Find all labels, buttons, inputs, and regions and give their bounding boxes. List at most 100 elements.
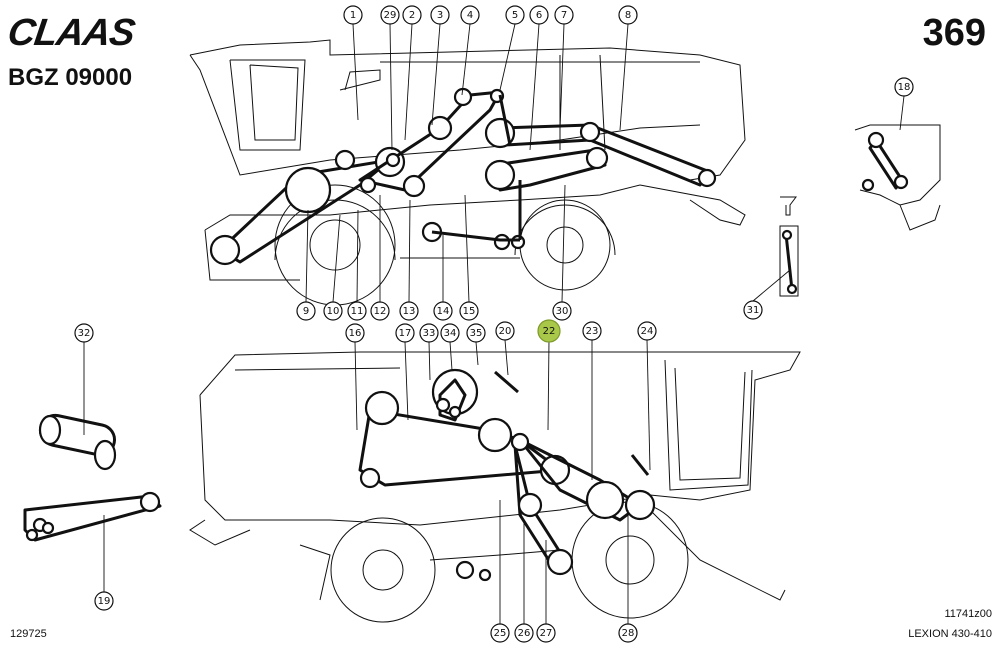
callout-label-1: 1 (350, 10, 356, 21)
callout-label-9: 9 (303, 306, 309, 317)
callout-23[interactable]: 23 (582, 321, 602, 480)
callout-9[interactable]: 9 (296, 209, 316, 321)
callout-leader-3 (431, 23, 441, 126)
callout-label-22: 22 (543, 326, 556, 337)
callout-circle-2 (402, 5, 422, 25)
callout-33[interactable]: 33 (419, 323, 439, 381)
callout-3[interactable]: 3 (430, 5, 450, 126)
callout-25[interactable]: 25 (490, 500, 510, 643)
callout-leader-9 (305, 209, 309, 303)
callout-18[interactable]: 18 (894, 77, 914, 131)
callout-20[interactable]: 20 (495, 321, 515, 376)
callout-leader-13 (408, 199, 411, 303)
callout-circle-7 (554, 5, 574, 25)
callout-13[interactable]: 13 (399, 199, 419, 321)
callout-label-6: 6 (536, 10, 542, 21)
callout-6[interactable]: 6 (529, 5, 549, 151)
callout-5[interactable]: 5 (499, 5, 525, 91)
callout-label-26: 26 (518, 628, 531, 639)
callout-circle-8 (618, 5, 638, 25)
callout-leader-33 (428, 341, 431, 381)
drawing-ref-left: 129725 (10, 628, 47, 640)
callout-label-3: 3 (437, 10, 443, 21)
callout-label-10: 10 (327, 306, 340, 317)
callout-label-32: 32 (78, 328, 91, 339)
callout-14[interactable]: 14 (433, 235, 453, 321)
callout-circle-28 (618, 623, 638, 643)
callout-11[interactable]: 11 (347, 209, 367, 321)
callout-label-33: 33 (423, 328, 436, 339)
callout-leader-17 (404, 341, 409, 421)
callout-29[interactable]: 29 (380, 5, 400, 151)
callout-30[interactable]: 30 (552, 184, 572, 321)
callout-19[interactable]: 19 (94, 515, 114, 611)
model-label: LEXION 430-410 (908, 628, 992, 640)
callout-label-29: 29 (384, 10, 397, 21)
callout-circle-30 (552, 301, 572, 321)
drawing-ref-right: 11741z00 (944, 608, 992, 620)
callout-label-15: 15 (463, 306, 476, 317)
callout-label-23: 23 (586, 326, 599, 337)
callout-circle-11 (347, 301, 367, 321)
callout-34[interactable]: 34 (440, 323, 460, 371)
loose-belt-19 (23, 491, 162, 542)
callout-label-19: 19 (98, 596, 111, 607)
callout-10[interactable]: 10 (323, 214, 343, 321)
upper-combine-body (189, 39, 746, 306)
callout-2[interactable]: 2 (402, 5, 422, 141)
callout-leader-11 (356, 209, 359, 303)
callout-8[interactable]: 8 (618, 5, 638, 131)
callout-circle-3 (430, 5, 450, 25)
callout-35[interactable]: 35 (466, 323, 486, 366)
callout-label-18: 18 (898, 82, 911, 93)
callout-leader-20 (504, 339, 509, 376)
callout-leader-35 (475, 341, 479, 366)
callout-leader-2 (404, 23, 413, 141)
callout-label-4: 4 (467, 10, 473, 21)
callout-circle-23 (582, 321, 602, 341)
callout-15[interactable]: 15 (459, 194, 479, 321)
callout-27[interactable]: 27 (536, 540, 556, 643)
callout-leader-16 (354, 341, 358, 431)
callout-31[interactable]: 31 (743, 269, 791, 320)
callout-circle-26 (514, 623, 534, 643)
callout-22[interactable]: 22 (537, 319, 561, 431)
callout-label-16: 16 (349, 328, 362, 339)
callout-leader-24 (646, 339, 651, 471)
callout-label-2: 2 (409, 10, 415, 21)
callout-circle-17 (395, 323, 415, 343)
callout-7[interactable]: 7 (554, 5, 574, 131)
callout-circle-29 (380, 5, 400, 25)
callout-leader-34 (449, 341, 453, 371)
callout-label-31: 31 (747, 305, 760, 316)
loose-belt-32 (38, 413, 117, 471)
callout-label-5: 5 (512, 10, 518, 21)
callout-label-27: 27 (540, 628, 553, 639)
callout-4[interactable]: 4 (460, 5, 480, 96)
callout-16[interactable]: 16 (345, 323, 365, 431)
callout-17[interactable]: 17 (395, 323, 415, 421)
callout-1[interactable]: 1 (343, 5, 363, 121)
callout-circle-34 (440, 323, 460, 343)
callout-circle-19 (94, 591, 114, 611)
callout-leader-5 (499, 23, 516, 91)
callout-leader-6 (529, 23, 540, 151)
callout-24[interactable]: 24 (637, 321, 657, 471)
callout-leader-18 (899, 95, 905, 131)
callout-circle-24 (637, 321, 657, 341)
callout-circle-20 (495, 321, 515, 341)
callout-circle-4 (460, 5, 480, 25)
callout-leader-31 (752, 269, 791, 302)
callout-circle-13 (399, 301, 419, 321)
callout-leader-1 (352, 23, 359, 121)
callout-26[interactable]: 26 (514, 520, 534, 643)
page-number: 369 (922, 12, 986, 54)
callout-label-34: 34 (444, 328, 457, 339)
callout-28[interactable]: 28 (618, 510, 638, 643)
callout-circle-16 (345, 323, 365, 343)
callout-leader-22 (547, 339, 550, 431)
callout-32[interactable]: 32 (74, 323, 94, 435)
callout-12[interactable]: 12 (370, 195, 390, 321)
